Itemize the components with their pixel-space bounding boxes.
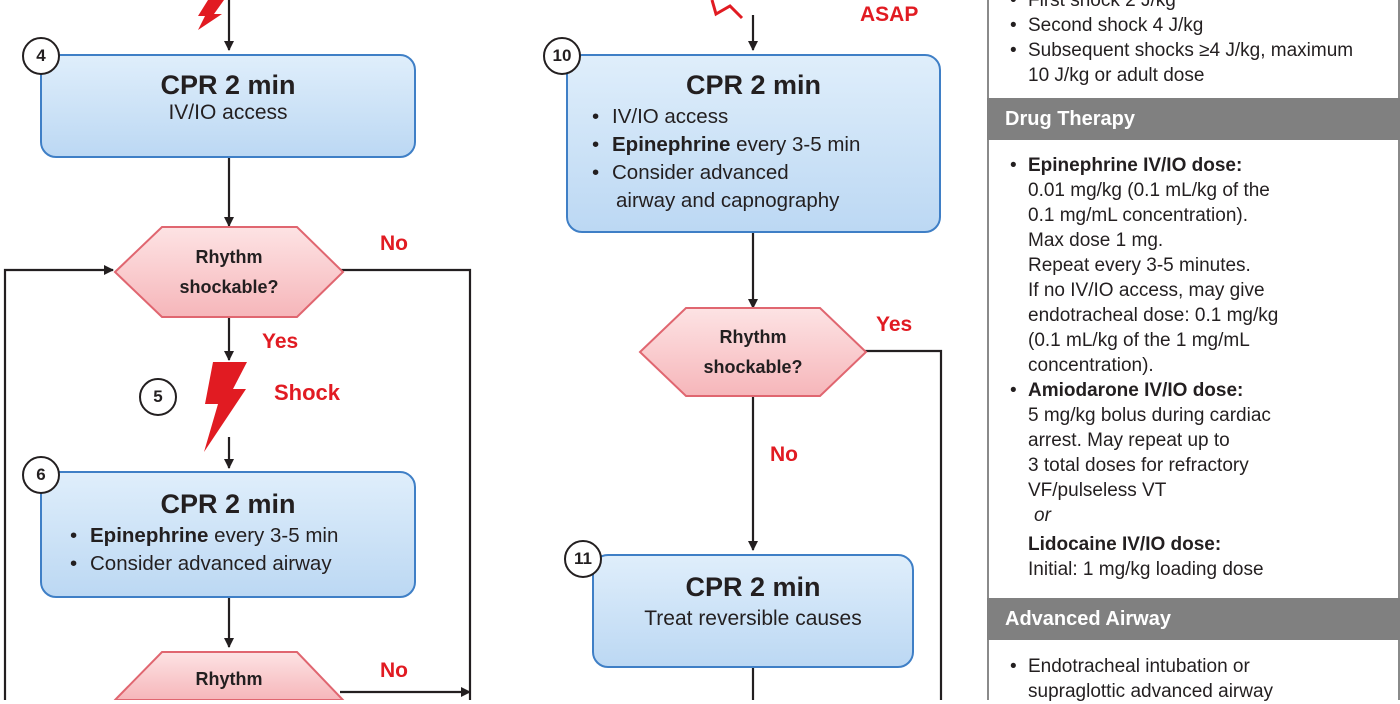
decision2-label: Rhythm xyxy=(195,669,263,689)
epi-line: endotracheal dose: 0.1 mg/kg xyxy=(1028,305,1279,326)
advanced-airway-header: Advanced Airway xyxy=(987,598,1400,640)
cpr-box-11: CPR 2 min Treat reversible causes xyxy=(592,554,914,668)
epi-line: (0.1 mL/kg of the 1 mg/mL xyxy=(1028,330,1250,351)
or-label: or xyxy=(1034,505,1051,526)
asap-label: ASAP xyxy=(860,3,919,26)
amio-line: 3 total doses for refractory xyxy=(1028,455,1249,476)
box6-title: CPR 2 min xyxy=(160,489,296,519)
decision-mid-line2: shockable? xyxy=(703,357,803,377)
box4-title: CPR 2 min xyxy=(160,70,296,100)
decision1-yes-label: Yes xyxy=(262,330,299,353)
step-number-6: 6 xyxy=(22,456,60,494)
box6-bullet: Consider advanced airway xyxy=(70,550,414,578)
lido-line: Initial: 1 mg/kg loading dose xyxy=(1028,559,1264,580)
step-number-10: 10 xyxy=(543,37,581,75)
cpr-box-6: CPR 2 min Epinephrine every 3-5 min Cons… xyxy=(40,471,416,598)
decision-mid-line1: Rhythm xyxy=(719,327,787,347)
cpr-box-10: CPR 2 min IV/IO access Epinephrine every… xyxy=(566,54,941,233)
box11-line: Treat reversible causes xyxy=(644,607,862,630)
epinephrine-item: Epinephrine IV/IO dose: 0.01 mg/kg (0.1 … xyxy=(1010,153,1378,378)
box10-continuation: airway and capnography xyxy=(616,189,840,212)
box10-bullet: Consider advanced xyxy=(592,159,939,187)
box10-bullets: IV/IO access Epinephrine every 3-5 min C… xyxy=(592,103,939,187)
step-number-4: 4 xyxy=(22,37,60,75)
decision-hexagon-mid xyxy=(638,307,868,397)
decision2-no-label: No xyxy=(380,659,408,682)
decision-hexagon-1 xyxy=(113,226,345,318)
box10-bullet: IV/IO access xyxy=(592,103,939,131)
shock-energy-panel xyxy=(987,0,1400,98)
step-number-11: 11 xyxy=(564,540,602,578)
cpr-box-4: CPR 2 min IV/IO access xyxy=(40,54,416,158)
no-path-line xyxy=(340,268,472,700)
shock-energy-item: First shock 2 J/kg xyxy=(1010,0,1378,13)
amio-line: 5 mg/kg bolus during cardiac xyxy=(1028,405,1271,426)
decision-mid-label: Rhythm shockable? xyxy=(640,322,866,382)
step-number-5: 5 xyxy=(139,378,177,416)
advanced-airway-list: Endotracheal intubation or supraglottic … xyxy=(1008,654,1378,704)
epi-line: If no IV/IO access, may give xyxy=(1028,280,1265,301)
box6-bullets: Epinephrine every 3-5 min Consider advan… xyxy=(70,522,414,578)
amio-line: VF/pulseless VT xyxy=(1028,480,1167,501)
box4-line: IV/IO access xyxy=(168,101,288,124)
shock-energy-list: First shock 2 J/kg Second shock 4 J/kg S… xyxy=(1008,0,1378,88)
drug-therapy-content: Epinephrine IV/IO dose: 0.01 mg/kg (0.1 … xyxy=(1008,153,1378,582)
shock-bolt-icon xyxy=(204,362,247,452)
advanced-airway-item: Endotracheal intubation or supraglottic … xyxy=(1010,654,1378,704)
shock-label: Shock xyxy=(274,380,341,405)
epinephrine-title: Epinephrine IV/IO dose: xyxy=(1028,155,1243,176)
decision-mid-yes-label: Yes xyxy=(876,313,913,336)
decision1-line1: Rhythm xyxy=(195,247,263,267)
rosc-mark-icon xyxy=(710,0,744,20)
amiodarone-item: Amiodarone IV/IO dose: 5 mg/kg bolus dur… xyxy=(1010,378,1378,582)
decision1-no-label: No xyxy=(380,232,408,255)
yes-path-line xyxy=(863,349,943,700)
amiodarone-title: Amiodarone IV/IO dose: xyxy=(1028,380,1244,401)
decision1-line2: shockable? xyxy=(179,277,279,297)
decision1-label: Rhythm shockable? xyxy=(115,242,343,302)
advanced-airway-panel xyxy=(987,640,1400,700)
epi-line: 0.01 mg/kg (0.1 mL/kg of the xyxy=(1028,180,1270,201)
amio-line: arrest. May repeat up to xyxy=(1028,430,1230,451)
lidocaine-title: Lidocaine IV/IO dose: xyxy=(1028,534,1222,555)
epi-line: Max dose 1 mg. xyxy=(1028,230,1164,251)
box10-title: CPR 2 min xyxy=(685,70,822,100)
box11-title: CPR 2 min xyxy=(685,572,821,602)
decision-hexagon-2 xyxy=(113,651,345,700)
shock-energy-item: Subsequent shocks ≥4 J/kg, maximum 10 J/… xyxy=(1010,38,1358,88)
box10-bullet: Epinephrine every 3-5 min xyxy=(592,131,939,159)
epi-line: Repeat every 3-5 minutes. xyxy=(1028,255,1251,276)
loop-back-arrow xyxy=(3,265,114,700)
shock-energy-item: Second shock 4 J/kg xyxy=(1010,13,1378,38)
epi-line: concentration). xyxy=(1028,355,1154,376)
decision-mid-no-label: No xyxy=(770,443,798,466)
drug-therapy-header: Drug Therapy xyxy=(987,98,1400,140)
drug-therapy-panel xyxy=(987,140,1400,598)
box6-bullet: Epinephrine every 3-5 min xyxy=(70,522,414,550)
epi-line: 0.1 mg/mL concentration). xyxy=(1028,205,1249,226)
shock-bolt-icon-top xyxy=(198,0,224,30)
